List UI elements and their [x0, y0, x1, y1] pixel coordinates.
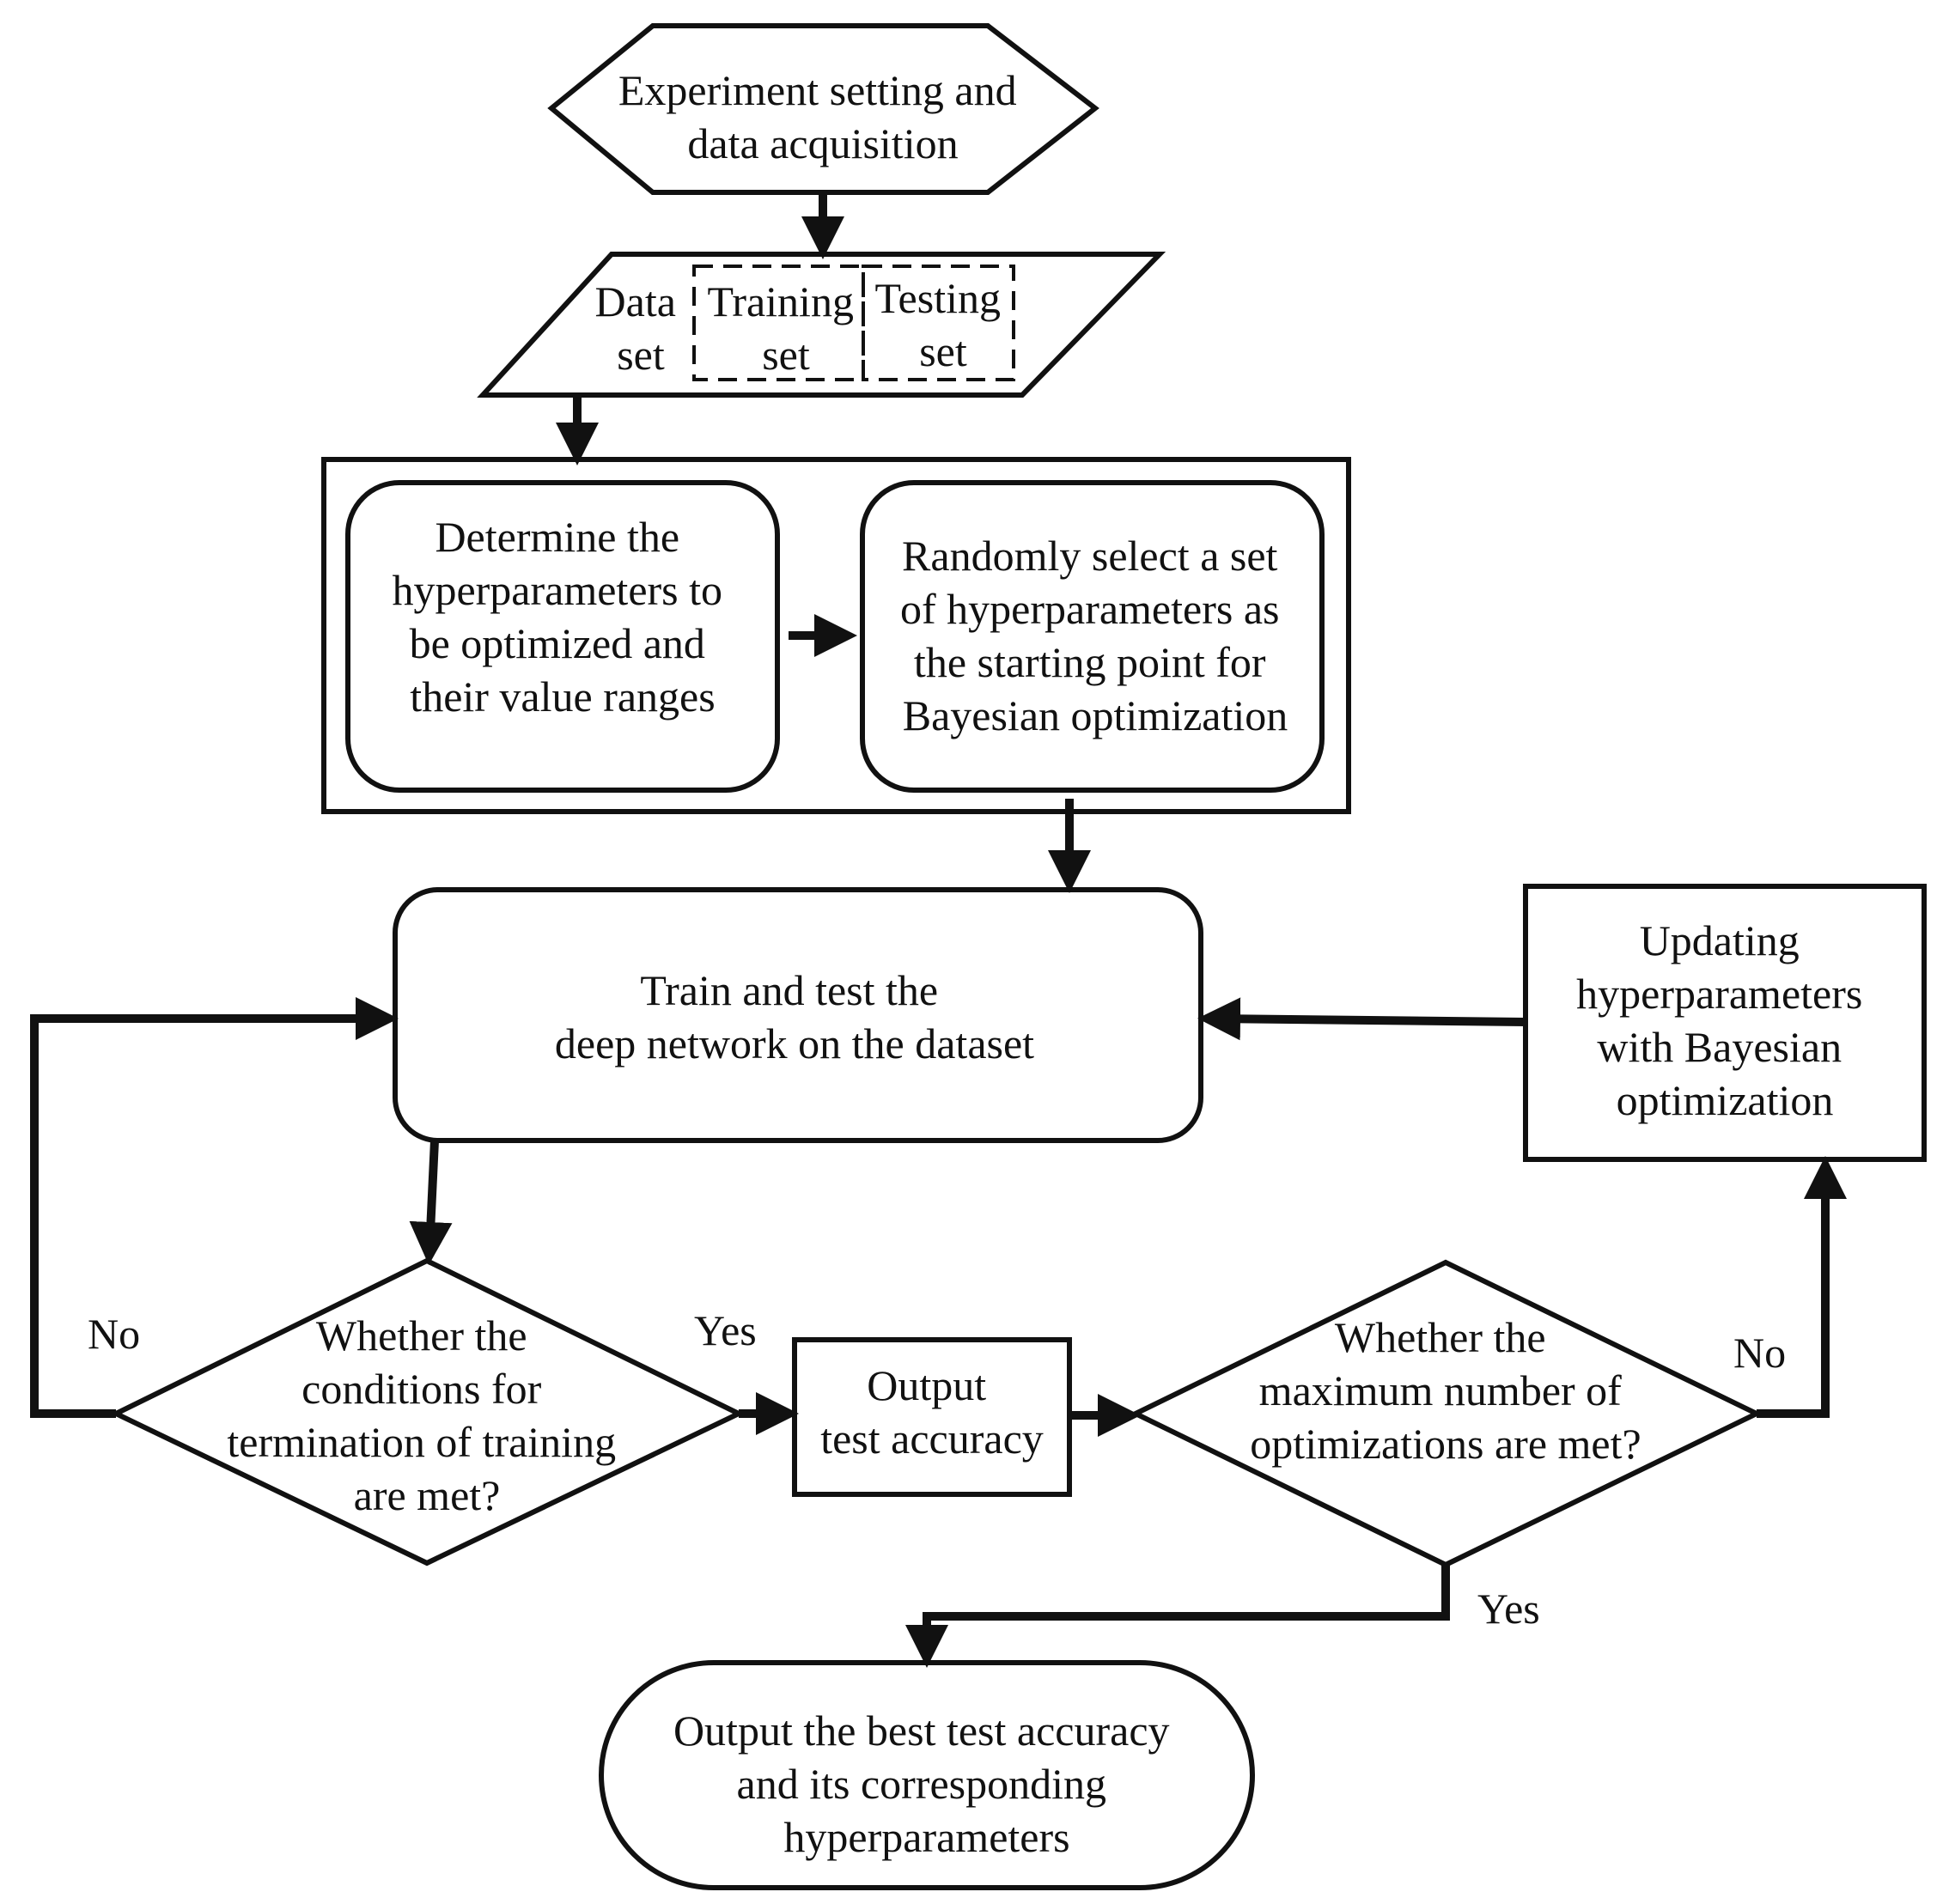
- determine-box: [345, 480, 780, 793]
- maximum-no-label: No: [1733, 1329, 1786, 1377]
- random-select-text: Randomly select a set of hyperparameters…: [900, 532, 1290, 739]
- dataset-parallelogram: [477, 252, 1166, 398]
- arrow-train-to-termination: [409, 1140, 453, 1265]
- arrow-maximum-no-to-update: [1757, 1156, 1847, 1418]
- final-output-text: Output the best test accuracy and its co…: [673, 1706, 1180, 1861]
- testing-set-dashed-box: [862, 265, 1015, 381]
- update-hyperparameters-box: [1523, 884, 1927, 1162]
- termination-text: Whether the conditions for termination o…: [227, 1311, 626, 1519]
- training-set-text: Training set: [708, 277, 865, 379]
- start-hexagon: [547, 23, 1099, 195]
- arrow-update-to-train: [1197, 997, 1526, 1041]
- update-hyperparameters-text: Updating hyperparameters with Bayesian o…: [1576, 916, 1873, 1124]
- train-test-box: [393, 887, 1203, 1143]
- random-select-box: [860, 480, 1325, 793]
- maximum-yes-label: Yes: [1477, 1585, 1540, 1633]
- termination-yes-label: Yes: [694, 1306, 757, 1354]
- termination-no-label: No: [88, 1310, 140, 1358]
- output-test-accuracy-text: Output test accuracy: [820, 1361, 1044, 1463]
- start-text: Experiment setting and data acquisition: [618, 66, 1027, 167]
- arrow-maximum-yes-to-final: [905, 1565, 1450, 1668]
- determine-text: Determine the hyperparameters to be opti…: [392, 513, 733, 721]
- maximum-optimizations-text: Whether the maximum number of optimizati…: [1250, 1313, 1641, 1468]
- train-test-text: Train and test the deep network on the d…: [555, 966, 1034, 1068]
- termination-diamond: [110, 1257, 745, 1566]
- dataset-text: Data set: [595, 277, 687, 379]
- testing-set-text: Testing set: [875, 274, 1012, 375]
- training-set-dashed-box: [692, 265, 865, 381]
- output-test-accuracy-box: [792, 1337, 1072, 1497]
- arrow-termination-no-loop: [30, 997, 399, 1418]
